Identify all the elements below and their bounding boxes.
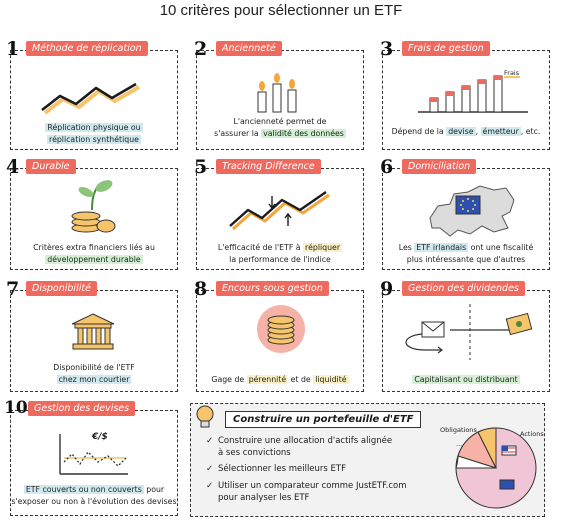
card-label: Encours sous gestion	[216, 281, 329, 296]
card-caption: Réplication physique ou réplication synt…	[45, 123, 143, 144]
dividends-flow-icon	[405, 304, 533, 360]
page-title: 10 critères pour sélectionner un ETF	[159, 2, 403, 19]
currency-label: €/$	[92, 432, 108, 442]
checklist-item-cont: à ses convictions	[218, 448, 291, 458]
card-label: Tracking Difference	[216, 159, 321, 174]
chart-legend: Frais	[504, 69, 520, 77]
card-number: 9	[380, 278, 394, 300]
portfolio-title: Construire un portefeuille d'ETF	[225, 411, 422, 428]
card-number: 4	[6, 156, 20, 178]
card-caption: L'ancienneté permet de s'assurer la vali…	[214, 117, 346, 138]
pie-label-actions: Actions	[520, 430, 544, 438]
card-label: Durable	[26, 159, 76, 174]
card-tracking	[196, 168, 364, 270]
lightbulb-icon	[196, 405, 214, 428]
card-number: 1	[6, 38, 20, 60]
card-number: 6	[380, 156, 394, 178]
card-label: Domiciliation	[402, 159, 477, 174]
pie-label-dots: ...	[456, 440, 463, 448]
card-number: 7	[6, 278, 20, 300]
zigzag-chart-icon	[41, 82, 141, 115]
card-caption: ETF couverts ou non couverts pour s'expo…	[11, 485, 177, 506]
card-caption: Disponibilité de l'ETF chez mon courtier	[53, 363, 135, 384]
coin-stack-icon	[257, 305, 305, 353]
card-caption: Critères extra financiers liés au dévelo…	[33, 243, 155, 264]
card-number: 3	[380, 38, 394, 60]
bank-building-icon	[71, 313, 115, 350]
card-number: 5	[194, 156, 208, 178]
checklist-item-cont: pour analyser les ETF	[218, 493, 310, 503]
card-number: 10	[4, 398, 28, 418]
checklist-item: ✓Construire une allocation d'actifs alig…	[206, 436, 393, 446]
pie-label-obligations: Obligations	[440, 426, 477, 434]
card-label: Méthode de réplication	[26, 41, 148, 56]
card-devises	[10, 410, 178, 516]
card-caption: Gage de pérennité et de liquidité	[211, 375, 349, 384]
card-label: Gestion des dividendes	[402, 281, 525, 296]
card-caption: Dépend de la devise, émetteur, etc.	[391, 127, 541, 136]
card-label: Gestion des devises	[28, 401, 136, 416]
card-caption: L'efficacité de l'ETF à répliquer la per…	[217, 243, 343, 264]
candles-icon	[257, 73, 297, 113]
pie-chart-icon	[455, 427, 537, 509]
coins-plant-icon	[71, 180, 116, 233]
card-label: Disponibilité	[26, 281, 97, 296]
card-replication	[10, 50, 178, 150]
card-label: Frais de gestion	[402, 41, 490, 56]
card-caption: Les ETF irlandais ont une fiscalité plus…	[398, 243, 534, 264]
bar-chart-icon	[418, 75, 528, 113]
card-label: Ancienneté	[216, 41, 282, 56]
checklist-item: ✓Sélectionner les meilleurs ETF	[206, 464, 346, 474]
tracking-chart-icon	[229, 191, 330, 231]
card-number: 2	[194, 38, 208, 60]
europe-map-icon	[429, 185, 515, 237]
currency-chart-icon	[59, 434, 128, 475]
card-caption: Capitalisant ou distribuant	[412, 375, 520, 384]
checklist-item: ✓Utiliser un comparateur comme JustETF.c…	[206, 481, 407, 491]
card-number: 8	[194, 278, 208, 300]
